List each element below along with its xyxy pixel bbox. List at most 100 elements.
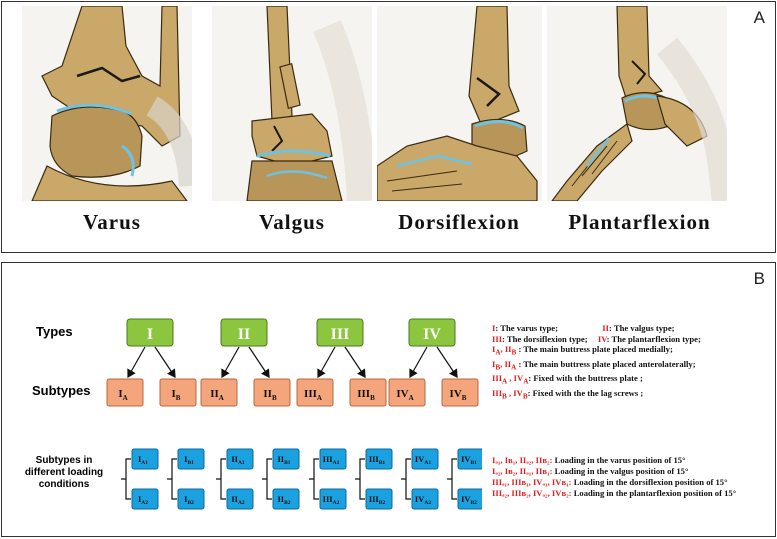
- valgus-ankle-illustration: [212, 6, 372, 201]
- row-label-loading-1: Subtypes in: [36, 455, 93, 466]
- legend-key-iii: III: [492, 333, 503, 344]
- legend-key-iia: , II: [500, 358, 512, 369]
- legend-key-ib-sub: B: [495, 363, 501, 372]
- loading-label-iia1: IIA1: [231, 454, 245, 466]
- legend-key-iib: , II: [500, 344, 512, 355]
- loading-label-ib1: IB1: [184, 454, 194, 466]
- subtype-label-ib: IB: [172, 388, 181, 402]
- loading-label-iib1: IIB1: [277, 454, 290, 466]
- legend-key-iiib-sub: B: [502, 392, 507, 401]
- arrow-iv-b: [436, 346, 458, 378]
- arrow-ii-a: [221, 346, 240, 379]
- subtype-box-iia: [200, 378, 238, 407]
- loading-label-iva1: IVA1: [415, 454, 431, 466]
- loading-box-iiib2: [365, 488, 393, 510]
- loading-box-iia2: [226, 488, 254, 510]
- subtype-label-iib: IIB: [263, 388, 277, 402]
- type-label-ii: II: [238, 326, 250, 343]
- loading-label-iiia1: IIIA1: [323, 454, 340, 466]
- loading-label-ia1: IA1: [138, 454, 148, 466]
- loading-legend-keys-varus: Iₐ₁, Iʙ₁, IIₐ₂, IIʙ₂:: [492, 455, 553, 465]
- subtype-box-iva: [388, 378, 426, 407]
- subtype-box-iiia: [296, 378, 334, 407]
- subtype-box-ia: [106, 378, 144, 407]
- legend-line-5: IIIA , IVA: Fixed with the buttress plat…: [492, 373, 701, 387]
- legend-text-buttress-plate: : Fixed with the buttress plate ;: [528, 373, 643, 384]
- legend-text-dorsiflexion-type: : The dorsiflexion type;: [502, 333, 588, 344]
- loading-box-iva2: [411, 488, 439, 510]
- legend-text-plantarflexion-type: : The plantarflexion type;: [606, 333, 701, 344]
- loading-box-ib1: [177, 448, 205, 470]
- legend-text-varus-type: : The varus type;: [495, 323, 558, 333]
- legend-key-iva: , IV: [507, 373, 524, 384]
- loading-label-iia2: IIA2: [231, 494, 245, 506]
- bracket-iiib: [355, 458, 365, 500]
- panel-a-letter: A: [753, 8, 765, 27]
- loading-label-ia2: IA2: [138, 494, 148, 506]
- panel-b-letter: B: [753, 269, 765, 288]
- row-label-loading-3: conditions: [39, 479, 90, 490]
- arrow-iii-b: [344, 346, 366, 378]
- legend-key-iiia-sub: A: [502, 377, 508, 386]
- arrow-i-a: [127, 346, 146, 379]
- loading-box-iiia1: [319, 448, 347, 470]
- loading-legend-keys-plantarflexion: IIIₐ₂, IIIʙ₂, IVₐ₂, IVʙ₂:: [492, 488, 572, 498]
- subtype-box-ivb: [441, 378, 479, 407]
- loading-box-ivb1: [457, 448, 482, 470]
- loading-label-ib2: IB2: [184, 494, 194, 506]
- legend-line-4: IB, IIA : The main buttress plate placed…: [492, 359, 701, 373]
- loading-legend-text-valgus: Loading in the valgus position of 15°: [554, 466, 689, 476]
- loading-label-iva2: IVA2: [415, 494, 431, 506]
- loading-box-iia1: [226, 448, 254, 470]
- caption-varus: Varus: [83, 210, 141, 234]
- loading-box-iva1: [411, 448, 439, 470]
- bracket-iiia: [309, 458, 319, 500]
- legend-text-lag-screws: : Fixed with the the lag screws ;: [527, 387, 644, 398]
- loading-box-ib2: [177, 488, 205, 510]
- legend-key-iiib: III: [492, 387, 503, 398]
- loading-legend-row-4: IIIₐ₂, IIIʙ₂, IVₐ₂, IVʙ₂: Loading in the…: [492, 488, 736, 498]
- caption-dorsiflexion: Dorsiflexion: [398, 210, 520, 234]
- legend-key-iia-sub: A: [511, 363, 517, 372]
- loading-box-ivb2: [457, 488, 482, 510]
- subtype-box-iib: [253, 378, 291, 407]
- loading-legend-text-dorsiflexion: Loading in the dorsiflexion position of …: [573, 477, 728, 487]
- row-label-loading-2: different loading: [25, 467, 103, 478]
- legend-key-ii: II: [602, 323, 609, 333]
- loading-label-iiib2: IIIB2: [369, 494, 386, 506]
- bracket-iia: [216, 458, 226, 500]
- type-box-ii: [220, 318, 268, 347]
- loading-box-iiia2: [319, 488, 347, 510]
- legend-key-iib-sub: B: [511, 349, 517, 358]
- loading-label-iiib1: IIIB1: [369, 454, 386, 466]
- legend-text-medial-plate: : The main buttress plate placed mediall…: [516, 344, 673, 355]
- varus-ankle-illustration: [22, 6, 192, 201]
- loading-box-ia1: [131, 448, 159, 470]
- subtype-label-ivb: IVB: [450, 388, 467, 402]
- loading-legend-keys-valgus: Iₐ₂, Iʙ₂, IIₐ₁, IIʙ₁:: [492, 466, 553, 476]
- subtype-label-iva: IVA: [396, 388, 413, 402]
- type-box-iv: [408, 318, 456, 347]
- loading-label-ivb1: IVB1: [461, 454, 477, 466]
- dorsiflexion-ankle-illustration: [377, 6, 542, 201]
- subtype-label-iiia: IIIA: [304, 388, 322, 402]
- arrow-iv-a: [409, 346, 428, 379]
- subtype-label-iiib: IIIB: [357, 388, 375, 402]
- legend-key-i: I: [492, 323, 496, 333]
- type-box-i: [126, 318, 174, 347]
- panel-a: A: [1, 1, 776, 253]
- bracket-ivb: [447, 458, 457, 500]
- arrow-ii-b: [248, 346, 270, 378]
- subtype-label-iia: IIA: [210, 388, 224, 402]
- loading-box-iiib1: [365, 448, 393, 470]
- row-label-types: Types: [36, 324, 73, 339]
- legend-key-ivb-sub: B: [522, 392, 528, 401]
- legend-key-ib: I: [492, 358, 496, 369]
- arrow-i-b: [154, 346, 176, 378]
- bracket-iva: [401, 458, 411, 500]
- legend-line-6: IIIB , IVB: Fixed with the the lag screw…: [492, 388, 701, 402]
- subtype-label-ia: IA: [118, 388, 127, 402]
- type-label-iv: IV: [423, 326, 441, 343]
- legend-types: I: The varus type; II: The valgus type; …: [492, 323, 701, 402]
- type-box-iii: [316, 318, 364, 347]
